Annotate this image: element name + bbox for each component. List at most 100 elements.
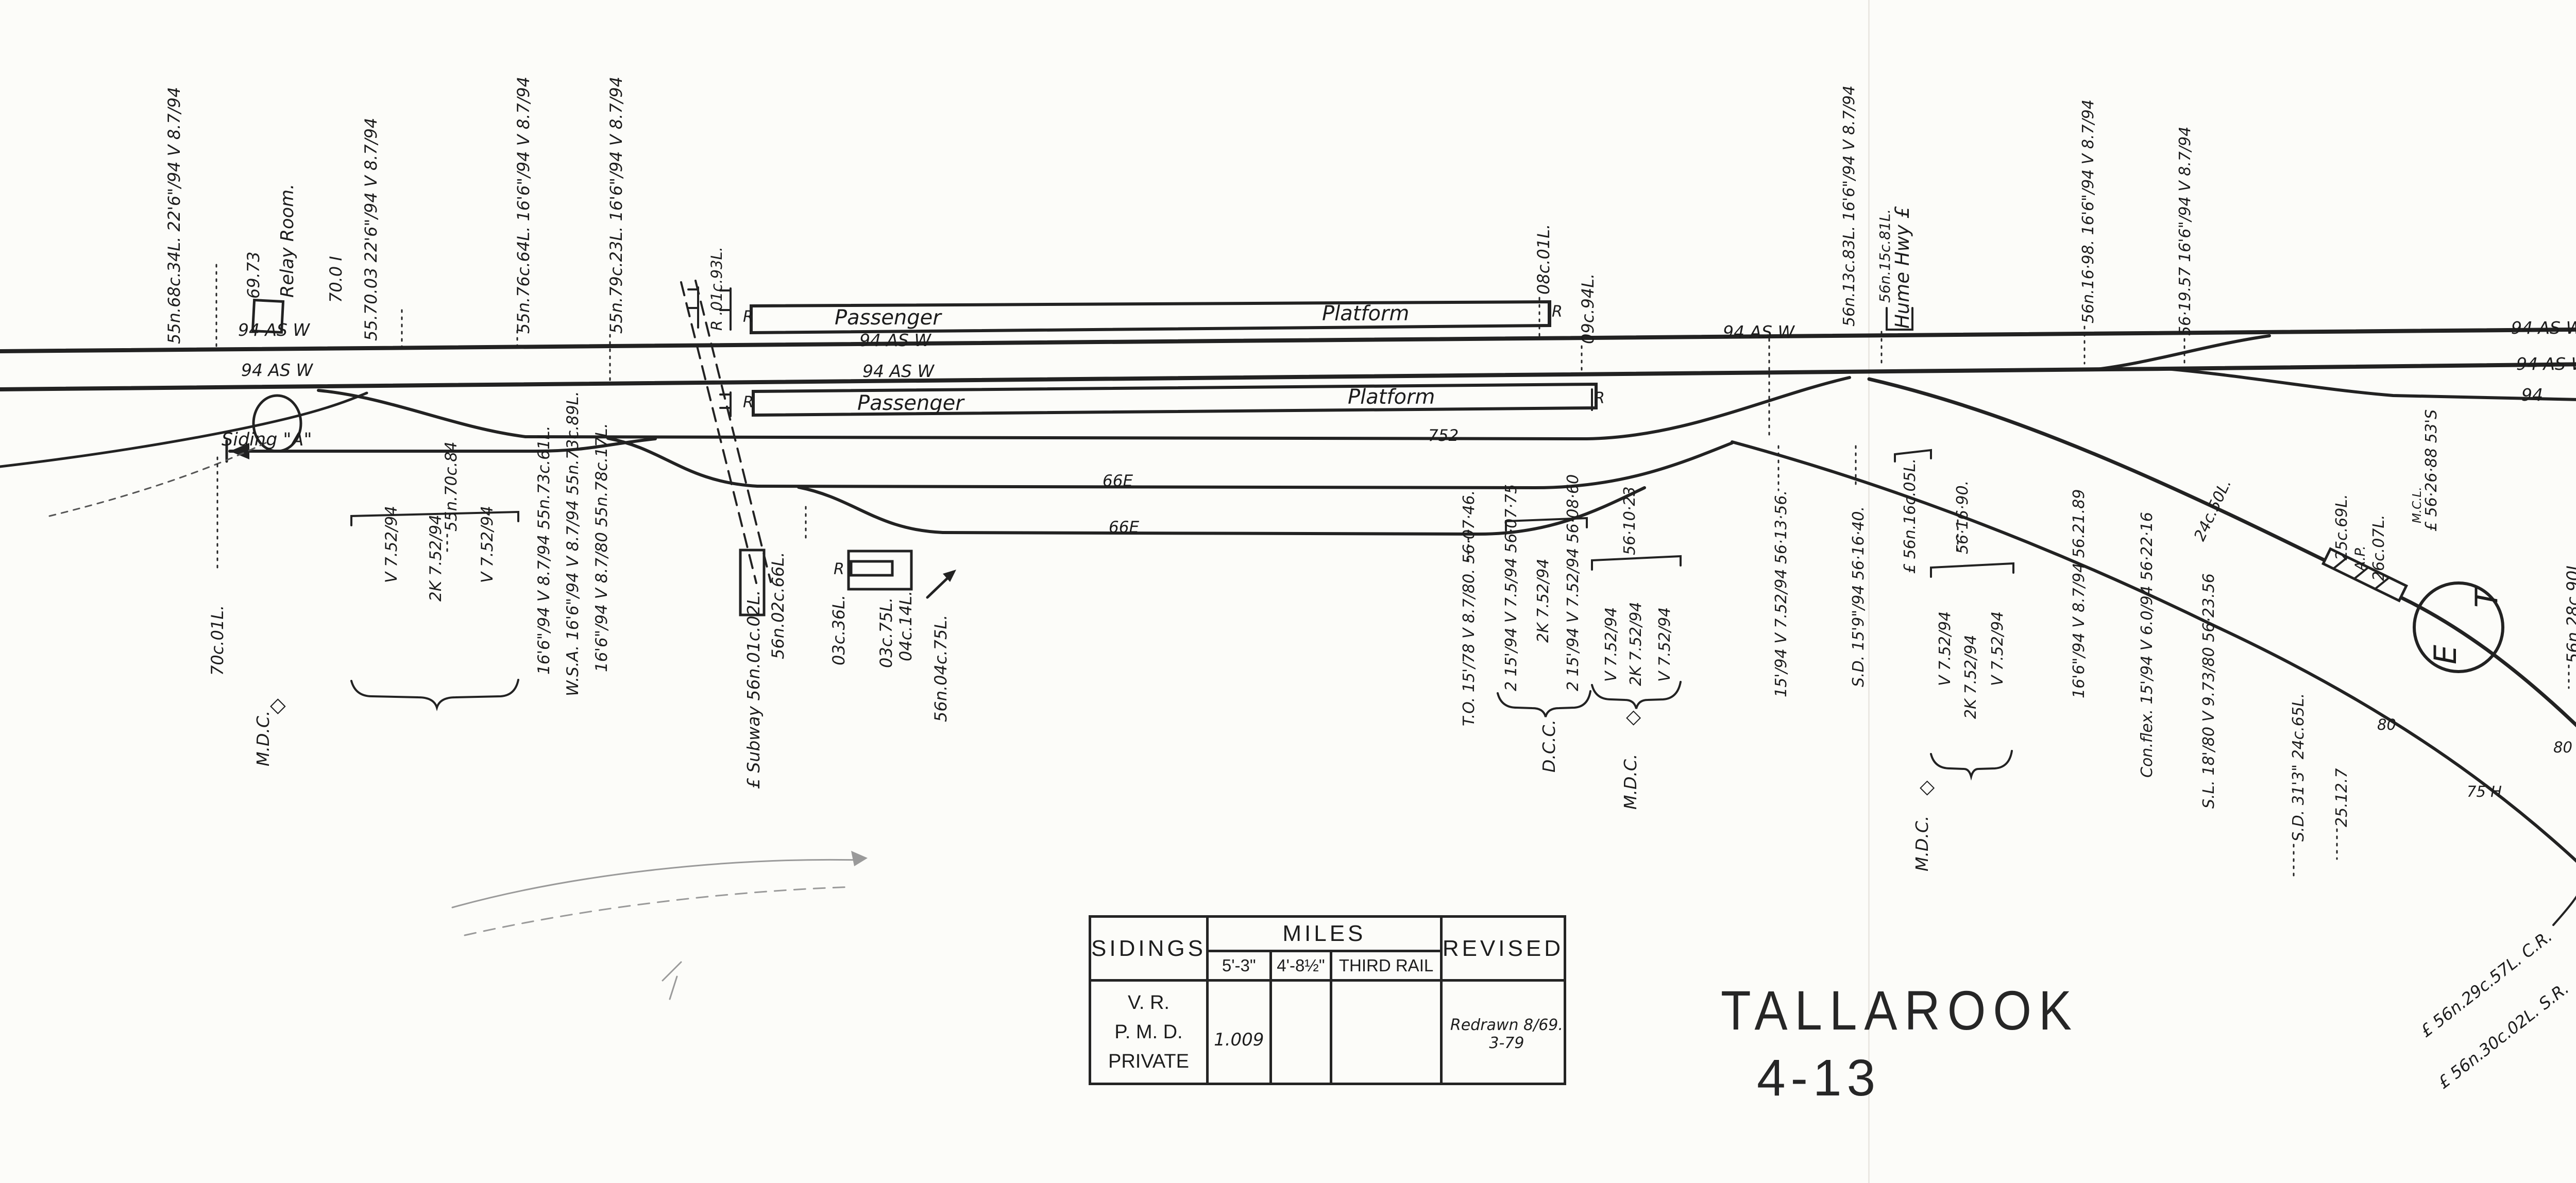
track-label: 26c.07L. (2370, 515, 2388, 581)
mileage-table: SIDINGS MILES REVISED 5'-3" 4'-8½" THIRD… (1089, 915, 1567, 1085)
row-vr: V. R. (1127, 991, 1170, 1014)
signal-r: R (743, 393, 754, 412)
platform-1-box (750, 300, 1551, 335)
platform-label: Passenger (835, 306, 941, 330)
rail-code-label: 94 AS W (862, 361, 935, 381)
row-pmd: P. M. D. (1114, 1021, 1183, 1043)
platform-label: Platform (1322, 302, 1410, 325)
rail-code-label: 66E (1103, 472, 1133, 490)
track-label: V 7.52/94 (382, 506, 401, 583)
rail-code-label: 66E (1109, 518, 1140, 537)
track-label: 2K 7.52/94 (1534, 558, 1552, 643)
siding-a-label: Siding "A" (222, 430, 312, 450)
hume-hwy-label: Hume Hwy £ (1891, 206, 1913, 329)
diamond-icon: ◇ (1920, 775, 1935, 798)
group-label: M.D.C. (1912, 815, 1932, 871)
rail-code-label: 94 AS W (859, 330, 931, 350)
platform-label: Passenger (857, 391, 964, 415)
yard-track-3 (941, 486, 1646, 536)
signal-label: R .01c.93L. (708, 247, 725, 331)
track-label: 2K 7.52/94 (1627, 602, 1645, 686)
track-label: 56n.13c.83L. 16'6"/94 V 8.7/94 (1840, 85, 1858, 327)
group-label: M.D.C. (253, 710, 273, 766)
rail-code-label: 94 AS W (2516, 354, 2576, 374)
track-label: M.C.L. (2411, 487, 2424, 523)
track-label: 2 15'/94 V 7.5/94 56·07·75 (1502, 484, 1520, 691)
track-label: 56·16·90. (1954, 480, 1972, 554)
rail-code-label: 94 AS W (241, 360, 313, 380)
turntable-letter: T (2469, 589, 2505, 608)
subway-line (694, 280, 772, 583)
rail-code-label: 94 AS W (2511, 318, 2576, 338)
signal-r: R (743, 308, 754, 326)
track-label: 55n.70c.84 (442, 441, 461, 532)
track-label: 70.0 I (326, 256, 346, 303)
rail-code-label: 94 AS W (238, 320, 310, 340)
rail-code-label: 94 W (2521, 385, 2543, 405)
track-label: 16'6"/94 V 8.7/94 55n.73c.61L. (535, 425, 553, 675)
track-label: A.P. (2352, 545, 2368, 571)
relay-room-label: Relay Room. (277, 183, 298, 298)
col-broad-gauge: 5'-3" (1206, 950, 1272, 982)
col-miles: MILES (1206, 915, 1443, 952)
track-label: 55n.79c.23L. 16'6"/94 V 8.7/94 (606, 76, 626, 334)
track-label: 56n.28c.90L. (2563, 556, 2576, 663)
track-label: V 7.52/94 (1656, 607, 1674, 682)
page-title: TALLAROOK (1721, 980, 2079, 1042)
track-label: V 7.52/94 (1989, 611, 2007, 686)
track-label: 16'6"/94 V 8.7/94 56.21.89 (2070, 489, 2088, 698)
track-label: 2 15'/94 V 7.52/94 56·08·60 (1564, 474, 1582, 691)
track-label: 56n.02c.66L. (768, 552, 788, 659)
turntable-letter: E (2428, 645, 2464, 664)
miles-vr-value: 1.009 (1206, 979, 1272, 1085)
rail-code-label: 752 (1428, 426, 1459, 445)
track-label: 25c.69L. (2333, 494, 2351, 560)
col-sidings: SIDINGS (1089, 915, 1209, 982)
track-label: S.D. 15'9"/94 56·16·40. (1850, 506, 1868, 687)
page-number: 4-13 (1757, 1049, 1881, 1107)
subway-line (680, 281, 757, 584)
track-label: 03c.75L. (876, 597, 896, 668)
relay-room-box (251, 298, 285, 334)
signal-r: R (1552, 303, 1563, 321)
group-label: D.C.C. (1539, 719, 1559, 773)
col-third-rail: THIRD RAIL (1330, 950, 1443, 982)
track-label: 15'/94 V 7.52/94 56·13·56. (1772, 490, 1790, 697)
track-label: 56·10·23 (1621, 486, 1639, 555)
track-label: 56n.15c.81L. (1876, 209, 1893, 303)
track-label: 56·19.57 16'6"/94 V 8.7/94 (2176, 126, 2194, 336)
track-label: V 7.52/94 (1602, 607, 1620, 682)
col-revised: REVISED (1439, 915, 1567, 982)
rail-code-label: 94 AS W (1723, 322, 1795, 342)
platform-label: Platform (1348, 385, 1435, 409)
yard-track-2 (756, 441, 1734, 490)
track-label: 55.70.03 22'6"/94 V 8.7/94 (361, 117, 381, 341)
et-circle (2413, 581, 2504, 673)
goods-shed-outer (847, 550, 913, 591)
track-label: 04c.14L. (896, 590, 916, 661)
track-label: 2K 7.52/94 (1962, 635, 1980, 719)
branch-line (1867, 377, 2576, 728)
subway-label: £ Subway 56n.01c.02L. (743, 590, 764, 789)
subway-entrance-box (739, 548, 766, 616)
diamond-icon: ◇ (270, 693, 286, 717)
track-label: 55n.76c.64L. 16'6"/94 V 8.7/94 (514, 76, 533, 334)
track-label: £ 56·26·88 53'S (2422, 409, 2441, 532)
main-line-2 (0, 363, 2576, 391)
track-label: 08c.01L. (1534, 224, 1553, 295)
miles-standard-value (1269, 979, 1333, 1085)
loop-track (524, 376, 1851, 441)
track-label: 56n.04c.75L. (931, 614, 951, 722)
track-label: Con.flex. 15'/94 V 6.0/94 56·22·16 (2138, 512, 2156, 778)
track-label: T.O. 15'/78 V 8.7/80. 56·07·46. (1460, 490, 1478, 726)
signal-r: R (834, 560, 844, 578)
track-label: 03c.36L. (829, 594, 849, 665)
track-label: 25.12.7 (2333, 768, 2351, 827)
track-label: 69.73 (244, 251, 263, 299)
miles-third-rail-value (1330, 979, 1443, 1085)
siding-a-arrow (230, 443, 249, 459)
rail-code-label: 80 (2377, 716, 2396, 733)
track-label: 16'6"/94 V 8.7/80 55n.78c.17L. (592, 423, 611, 672)
